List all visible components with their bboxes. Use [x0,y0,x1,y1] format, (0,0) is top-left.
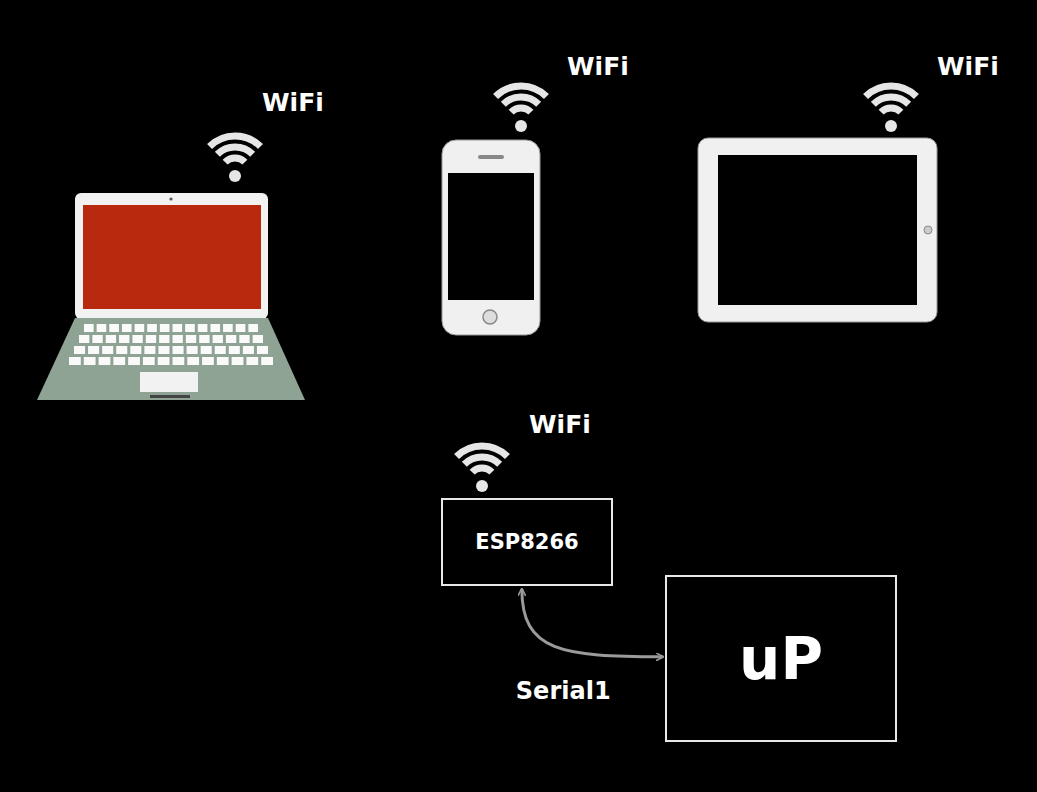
component-box: uP [665,575,897,742]
box-label: ESP8266 [475,530,578,554]
wifi-label: WiFi [935,52,1001,81]
wifi-symbol [496,86,547,132]
edge-label: Serial1 [514,677,613,705]
box-label: uP [739,625,823,693]
phone-illustration [442,140,540,335]
wifi-label: WiFi [527,410,593,439]
wifi-label: WiFi [260,88,326,117]
component-box: ESP8266 [441,498,613,586]
tablet-illustration [698,138,937,322]
wifi-label: WiFi [565,52,631,81]
wifi-symbol [866,86,917,132]
serial-connector [522,589,663,657]
wifi-symbol [210,136,261,182]
wifi-symbol [457,446,508,492]
laptop-illustration [37,193,305,400]
